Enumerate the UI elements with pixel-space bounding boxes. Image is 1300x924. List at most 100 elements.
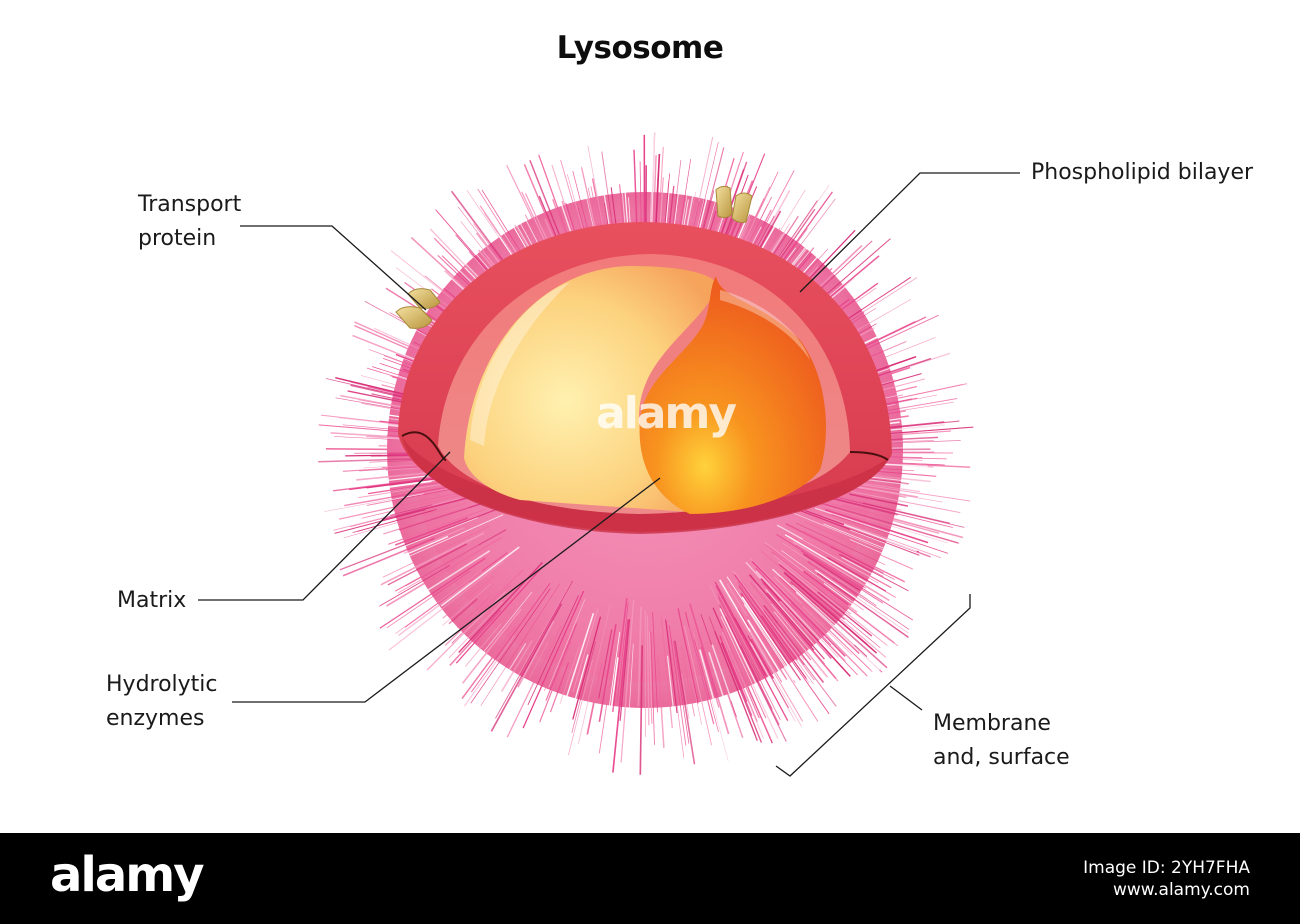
bilayer-rim: [402, 436, 890, 534]
spine: [394, 517, 468, 546]
spine: [708, 616, 756, 736]
spine: [448, 598, 478, 625]
spine: [383, 536, 449, 565]
spine: [803, 553, 861, 592]
spine: [646, 615, 650, 726]
spine: [800, 602, 873, 673]
label-membrane-surface: Membrane and, surface: [933, 707, 1070, 775]
leader-hydrolytic-enzymes: [232, 477, 661, 703]
spine: [802, 538, 892, 589]
spine: [404, 552, 508, 628]
spine: [785, 523, 884, 574]
spine: [368, 481, 443, 495]
spine: [763, 609, 837, 707]
spine: [748, 627, 781, 680]
hydrolytic-enzymes: [639, 276, 826, 514]
spine: [572, 170, 590, 235]
spine: [612, 619, 630, 773]
spine: [771, 603, 818, 660]
spine: [509, 643, 527, 670]
spine: [787, 510, 906, 560]
diagram-title: Lysosome: [556, 30, 724, 66]
spine: [350, 506, 428, 527]
matrix: [464, 266, 718, 512]
lysosome-diagram: alamy Lysosome Transport protein Phospho…: [106, 30, 1253, 777]
spine: [333, 498, 460, 531]
spine: [780, 564, 881, 649]
spine: [527, 595, 579, 706]
spine: [577, 604, 611, 744]
spine: [388, 560, 505, 651]
spine: [673, 641, 690, 744]
alamy-logo[interactable]: alamy: [50, 847, 205, 903]
spine: [779, 600, 827, 653]
spine: [800, 550, 884, 604]
spine: [370, 516, 478, 560]
spine: [717, 596, 781, 721]
leader-transport-protein: [240, 225, 427, 311]
highlight-right: [720, 290, 810, 360]
spine: [744, 608, 819, 722]
spine: [552, 613, 595, 740]
bilayer-cut-edge-left: [401, 431, 447, 461]
spine: [715, 585, 789, 722]
spine: [714, 581, 768, 678]
label-line: protein: [138, 226, 217, 251]
spine: [681, 673, 690, 720]
spine: [764, 543, 899, 647]
spine: [652, 611, 658, 713]
spine: [824, 508, 929, 544]
spine: [567, 654, 589, 724]
spine: [465, 623, 502, 667]
spine: [773, 554, 888, 646]
spine: [338, 487, 480, 520]
spine: [747, 619, 812, 723]
spine: [802, 530, 906, 583]
spine: [776, 534, 914, 621]
spine: [340, 493, 424, 510]
spine: [545, 623, 578, 701]
spine: [717, 593, 761, 677]
spine: [398, 581, 471, 637]
spine: [477, 188, 526, 264]
spine: [334, 509, 426, 534]
spine: [517, 620, 555, 688]
spine: [628, 643, 634, 725]
spine: [749, 642, 773, 683]
label-hydrolytic-enzymes: Hydrolytic enzymes: [106, 668, 218, 736]
spine: [559, 645, 581, 704]
spine: [722, 639, 764, 739]
spine: [668, 625, 687, 746]
spine: [765, 589, 844, 678]
spine: [751, 643, 796, 722]
spine: [366, 486, 464, 506]
spine: [544, 635, 568, 692]
spine: [720, 642, 763, 743]
spine: [840, 496, 902, 511]
spine: [772, 568, 855, 646]
diagram-canvas: [198, 131, 1020, 777]
spine: [342, 537, 435, 577]
spine: [693, 639, 719, 732]
spine: [823, 583, 902, 641]
spine: [598, 671, 613, 754]
spine: [660, 617, 673, 728]
site-link[interactable]: www.alamy.com: [1112, 880, 1250, 900]
spine: [760, 578, 851, 677]
spine: [677, 608, 699, 704]
spine: [386, 536, 503, 607]
spine: [840, 553, 884, 577]
spine: [792, 541, 890, 602]
image-id: Image ID: 2YH7FHA: [1083, 858, 1250, 878]
spine: [841, 556, 885, 581]
spine: [539, 640, 572, 723]
spine: [549, 662, 570, 713]
spine: [814, 569, 871, 609]
spine: [403, 527, 465, 555]
spine: [463, 635, 516, 707]
spine: [711, 644, 733, 701]
spine: [751, 560, 846, 657]
spine: [343, 502, 468, 539]
spine: [666, 655, 676, 723]
spine: [689, 603, 730, 735]
